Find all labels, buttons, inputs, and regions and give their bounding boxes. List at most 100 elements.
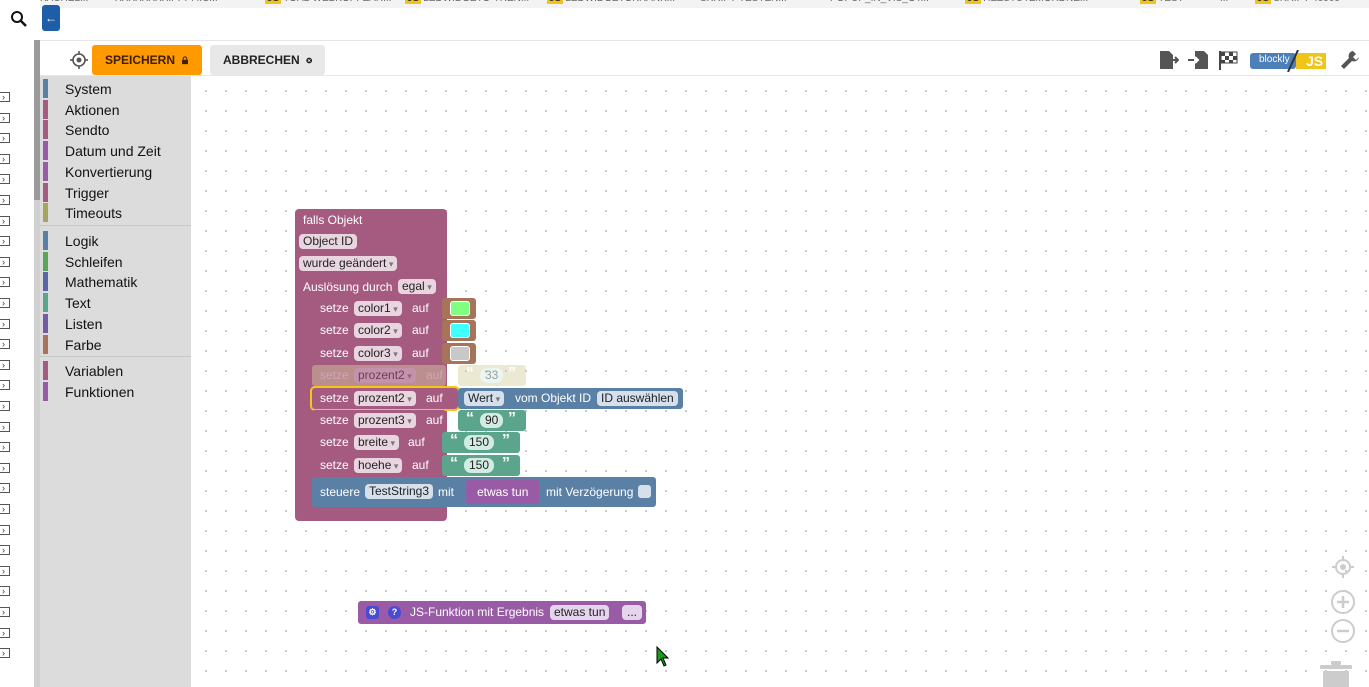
text-value-field[interactable]: 150 [464,458,495,473]
wrench-icon[interactable] [1339,49,1361,71]
tree-expander-icon[interactable] [0,153,10,164]
variable-dropdown[interactable]: color1 [354,301,402,316]
help-icon[interactable]: ? [388,606,401,619]
gear-icon[interactable]: ⚙ [366,606,379,619]
color-value-block[interactable] [442,343,476,364]
toolbox-category-funktionen[interactable]: Funktionen [40,381,191,402]
set-variable-block[interactable]: setzeprozent2auf [312,365,446,386]
tree-expander-icon[interactable] [0,318,10,329]
text-value-block[interactable]: “150” [442,432,520,453]
script-tab[interactable]: JSTEST [1140,0,1184,4]
toolbox-category-listen[interactable]: Listen [40,313,191,334]
object-id-field[interactable]: Object ID [299,234,358,249]
toolbox-category-schleifen[interactable]: Schleifen [40,251,191,272]
set-variable-block[interactable]: setzebreiteauf [312,432,446,453]
tree-expander-icon[interactable] [0,627,10,638]
script-tab[interactable]: XXXXXXXX.PPPP.IC... [115,0,218,4]
locate-icon[interactable] [69,50,89,70]
tree-expander-icon[interactable] [0,174,10,185]
toolbox-category-text[interactable]: Text [40,292,191,313]
toolbox-category-mathematik[interactable]: Mathematik [40,271,191,292]
variable-dropdown[interactable]: color2 [354,323,402,338]
tree-expander-icon[interactable] [0,112,10,123]
variable-dropdown[interactable]: prozent2 [354,391,416,406]
script-tab[interactable]: JSHEZSTUTZMORDNE... [965,0,1088,4]
tree-expander-icon[interactable] [0,504,10,514]
variable-dropdown[interactable]: prozent2 [354,368,416,383]
cancel-button[interactable]: ABBRECHEN [210,45,325,75]
tree-expander-icon[interactable] [0,236,10,247]
color-value-block[interactable] [442,320,476,341]
set-variable-block[interactable]: setzehoeheauf [312,455,446,476]
tree-expander-icon[interactable] [0,565,10,576]
toolbox-category-sendto[interactable]: Sendto [40,119,191,140]
tree-expander-icon[interactable] [0,277,10,288]
text-value-field[interactable]: 150 [464,435,495,450]
tree-expander-icon[interactable] [0,298,10,308]
toolbox-category-aktionen[interactable]: Aktionen [40,99,191,120]
text-value-block[interactable]: “33” [458,365,526,386]
zoom-in-icon[interactable] [1330,589,1356,615]
save-button[interactable]: SPEICHERN [92,45,202,75]
script-tab[interactable]: SKRIPT-TESTEN... [700,0,787,4]
toolbox-category-farbe[interactable]: Farbe [40,334,191,355]
text-value-field[interactable]: 33 [480,368,504,383]
function-call-block[interactable]: etwas tun [466,480,539,504]
script-tab[interactable]: POPUP_IN_VIS_OT... [830,0,929,4]
collapse-panel-button[interactable]: ← [42,5,60,31]
script-tab[interactable]: ... [1220,0,1228,4]
tree-expander-icon[interactable] [0,545,10,556]
script-tab[interactable]: JSSKRIPT-40909 [1255,0,1340,4]
variable-dropdown[interactable]: breite [354,435,400,450]
js-function-name-field[interactable]: etwas tun [550,605,610,620]
tree-expander-icon[interactable] [0,462,10,473]
delay-checkbox[interactable] [638,485,651,498]
js-function-block[interactable]: ⚙ ? JS-Funktion mit Ergebnis etwas tun .… [358,601,646,624]
search-icon[interactable] [10,10,28,28]
tree-expander-icon[interactable] [0,195,10,205]
toolbox-category-system[interactable]: System [40,78,191,99]
script-tab[interactable]: JSLEDWIDGETO-TREN... [405,0,529,4]
tree-expander-icon[interactable] [0,92,10,102]
set-variable-block[interactable]: setzecolor3auf [312,343,474,364]
tree-expander-icon[interactable] [0,401,10,411]
recenter-icon[interactable] [1330,554,1356,580]
zoom-out-icon[interactable] [1330,618,1356,644]
value-dropdown[interactable]: Wert [464,391,505,406]
tree-expander-icon[interactable] [0,380,10,391]
control-variable-field[interactable]: TestString3 [365,484,434,499]
toolbox-category-datum-und-zeit[interactable]: Datum und Zeit [40,140,191,161]
get-value-block[interactable]: Wert vom Objekt ID ID auswählen [458,388,683,409]
tree-expander-icon[interactable] [0,607,10,617]
export-icon[interactable] [1157,49,1179,71]
toolbox-category-trigger[interactable]: Trigger [40,182,191,203]
tree-expander-icon[interactable] [0,442,10,453]
set-variable-block[interactable]: setzecolor1auf [312,298,474,319]
color-swatch[interactable] [450,346,470,361]
set-variable-block[interactable]: setzecolor2auf [312,320,474,341]
toolbox-category-konvertierung[interactable]: Konvertierung [40,161,191,182]
text-value-block[interactable]: “90” [458,410,526,431]
variable-dropdown[interactable]: color3 [354,346,402,361]
text-value-block[interactable]: “150” [442,455,520,476]
trigger-dropdown[interactable]: egal [398,279,436,294]
script-tab[interactable]: JSTOAL-WEBKOPFEAR... [265,0,391,4]
color-swatch[interactable] [450,323,470,338]
set-variable-block[interactable]: setzeprozent3auf [312,410,446,431]
select-id-field[interactable]: ID auswählen [597,391,678,406]
tree-expander-icon[interactable] [0,524,10,535]
import-icon[interactable] [1187,49,1209,71]
scrollbar[interactable] [34,40,40,687]
js-function-more-button[interactable]: ... [622,605,643,620]
toolbox-category-timeouts[interactable]: Timeouts [40,202,191,223]
variable-dropdown[interactable]: hoehe [354,458,403,473]
tree-expander-icon[interactable] [0,421,10,432]
tree-expander-icon[interactable] [0,215,10,226]
blockly-js-toggle[interactable]: blockly JS [1250,49,1326,73]
scrollbar-thumb[interactable] [34,40,40,200]
event-dropdown[interactable]: wurde geändert [299,256,398,271]
toolbox-category-variablen[interactable]: Variablen [40,360,191,381]
tree-expander-icon[interactable] [0,133,10,144]
color-value-block[interactable] [442,298,476,319]
variable-dropdown[interactable]: prozent3 [354,413,416,428]
